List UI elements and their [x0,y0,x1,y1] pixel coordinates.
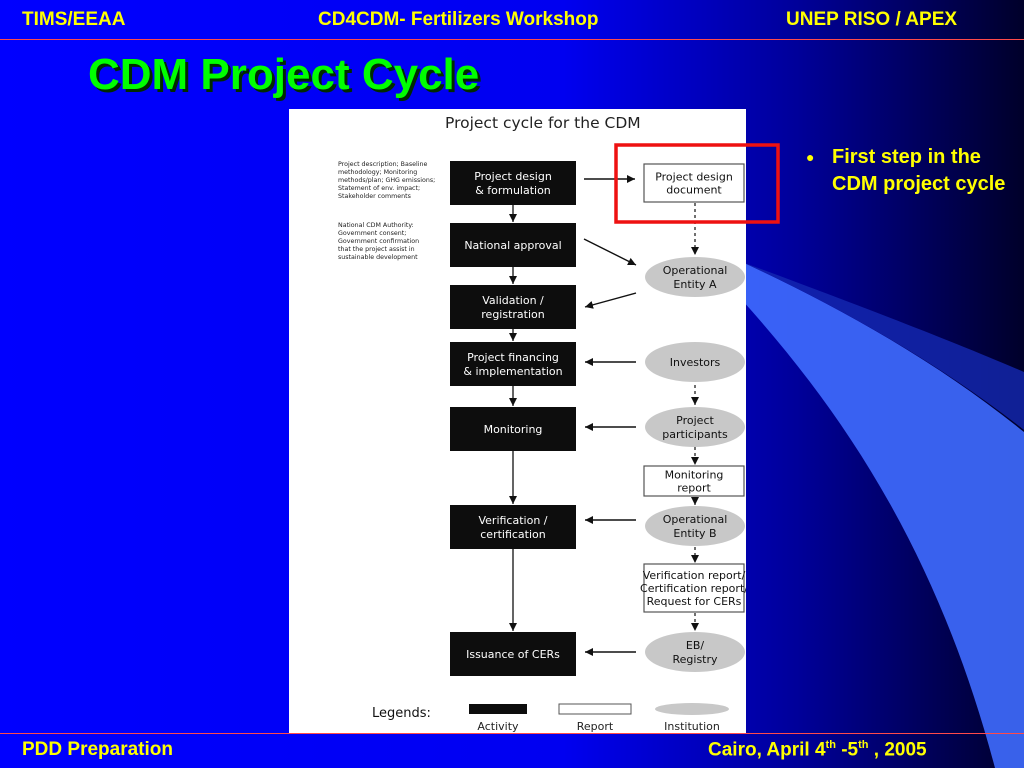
report-box [643,163,745,203]
activity-box [450,285,576,329]
institution-label: Investors [670,356,721,369]
activity-box [450,342,576,386]
legend: Legends: Activity Report Institution [372,703,729,733]
footer-date-mid: -5 [835,739,859,761]
bullet-text: First step in the CDM project cycle [832,146,1006,195]
footer-date-sup2: th [858,739,869,751]
institution-ellipse [645,407,745,447]
legend-activity-swatch [469,704,527,714]
header-center: CD4CDM- Fertilizers Workshop [318,9,599,30]
report-box [643,465,745,497]
header-divider [0,39,1024,40]
footer-date-prefix: Cairo, April 4 [708,739,826,761]
side-note: National CDM Authority:Government consen… [338,222,419,261]
activity-label: Project design& formulation [474,170,552,197]
institution-ellipse [645,506,745,546]
legend-report-label: Report [577,720,614,733]
report-label: Verification report/Certification report… [640,569,746,608]
cdm-cycle-diagram: Project cycle for the CDM Project design… [289,109,746,733]
institution-label: EB/Registry [672,639,718,666]
slide-title: CDM Project Cycle [88,50,480,99]
activity-box [450,632,576,676]
institution-ellipse [645,632,745,672]
footer-date-sup1: th [825,739,836,751]
legend-title: Legends: [372,706,431,721]
activity-label: Verification /certification [478,514,547,541]
input-arrow [584,292,637,309]
legend-institution-swatch [655,703,729,715]
footer-divider [0,733,1024,734]
activity-box [450,505,576,549]
report-box [643,563,745,613]
activity-box [450,223,576,267]
legend-institution-label: Institution [664,720,720,733]
institution-ellipse [645,257,745,297]
diagram-title: Project cycle for the CDM [445,114,641,132]
legend-activity-label: Activity [477,720,519,733]
activity-box [450,407,576,451]
activity-label: Validation /registration [481,294,544,321]
header-right: UNEP RISO / APEX [786,9,958,30]
input-arrow [583,238,637,266]
activity-label: Issuance of CERs [466,648,560,661]
footer-right: Cairo, April 4th -5th , 2005 [708,739,927,761]
cdm-cycle-svg: Project cycle for the CDM Project design… [338,114,746,733]
header-left: TIMS/EEAA [22,9,126,30]
footer-date-suffix: , 2005 [868,739,927,761]
diagram-connectors [509,175,699,656]
legend-report-swatch [558,703,632,715]
activity-label: Monitoring [484,423,543,436]
institution-ellipse [645,342,745,382]
activity-box [450,161,576,205]
footer-left: PDD Preparation [22,739,173,760]
bullet-point: ● First step in the CDM project cycle [806,144,1006,198]
activity-label: National approval [464,239,561,252]
activity-label: Project financing& implementation [463,351,562,378]
highlight-box [614,143,780,224]
bullet-dot-icon: ● [806,149,815,165]
